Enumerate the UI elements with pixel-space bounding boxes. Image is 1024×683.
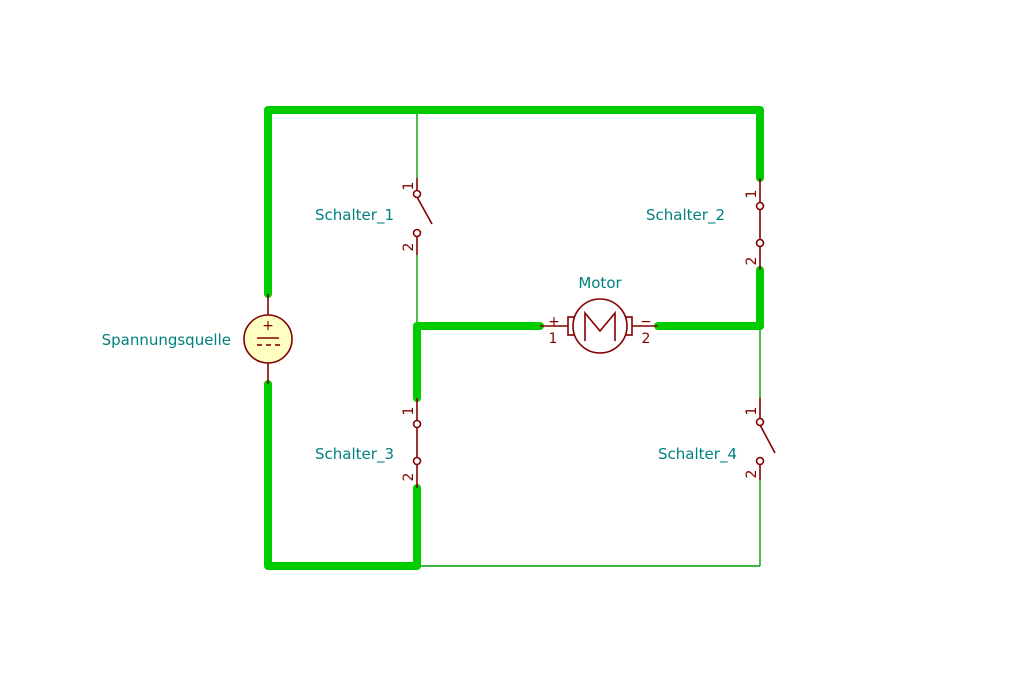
switch-2: 1 2 Schalter_2 xyxy=(646,178,765,270)
switch-3: 1 2 Schalter_3 xyxy=(315,398,422,488)
switch2-contact-top xyxy=(755,201,765,211)
motor: + − 1 2 Motor xyxy=(540,274,658,354)
switch4-contact-bottom xyxy=(755,456,765,466)
switch1-contact-top xyxy=(412,189,422,199)
switch4-label: Schalter_4 xyxy=(658,445,737,464)
switch1-pin1: 1 xyxy=(401,182,417,191)
active-current-path xyxy=(264,106,764,570)
switch3-contact-top xyxy=(412,419,422,429)
wire-source-top-rail xyxy=(264,106,764,298)
switch3-pin2: 2 xyxy=(401,473,417,482)
source-plus-sign: + xyxy=(262,318,274,334)
motor-label: Motor xyxy=(578,274,622,292)
switch3-label: Schalter_3 xyxy=(315,445,394,464)
source-label: Spannungsquelle xyxy=(102,331,231,349)
motor-minus-sign: − xyxy=(640,314,652,330)
motor-pin2: 2 xyxy=(642,331,651,347)
motor-m-symbol xyxy=(584,310,616,341)
voltage-source: + Spannungsquelle xyxy=(102,294,293,384)
switch4-pin2: 2 xyxy=(744,470,760,479)
motor-pin1: 1 xyxy=(549,331,558,347)
switch1-blade xyxy=(416,196,433,225)
switch1-label: Schalter_1 xyxy=(315,206,394,225)
switch2-pin1: 1 xyxy=(744,190,760,199)
switch1-pin2: 2 xyxy=(401,243,417,252)
switch1-contact-bottom xyxy=(412,228,422,238)
switch4-contact-top xyxy=(755,417,765,427)
wire-switch3-to-source xyxy=(264,380,421,570)
switch3-contact-bottom xyxy=(412,456,422,466)
switch2-label: Schalter_2 xyxy=(646,206,725,225)
source-body xyxy=(243,314,293,364)
switch2-pin2: 2 xyxy=(744,257,760,266)
switch4-blade xyxy=(759,424,776,454)
switch4-pin1: 1 xyxy=(744,407,760,416)
wire-motor-plus xyxy=(413,322,544,402)
motor-plus-sign: + xyxy=(548,314,560,330)
motor-body xyxy=(572,298,628,354)
switch-4: 1 2 Schalter_4 xyxy=(658,398,776,480)
switch3-pin1: 1 xyxy=(401,407,417,416)
inactive-wires xyxy=(416,110,761,567)
switch-1: 1 2 Schalter_1 xyxy=(315,178,433,255)
switch2-contact-bottom xyxy=(755,238,765,248)
